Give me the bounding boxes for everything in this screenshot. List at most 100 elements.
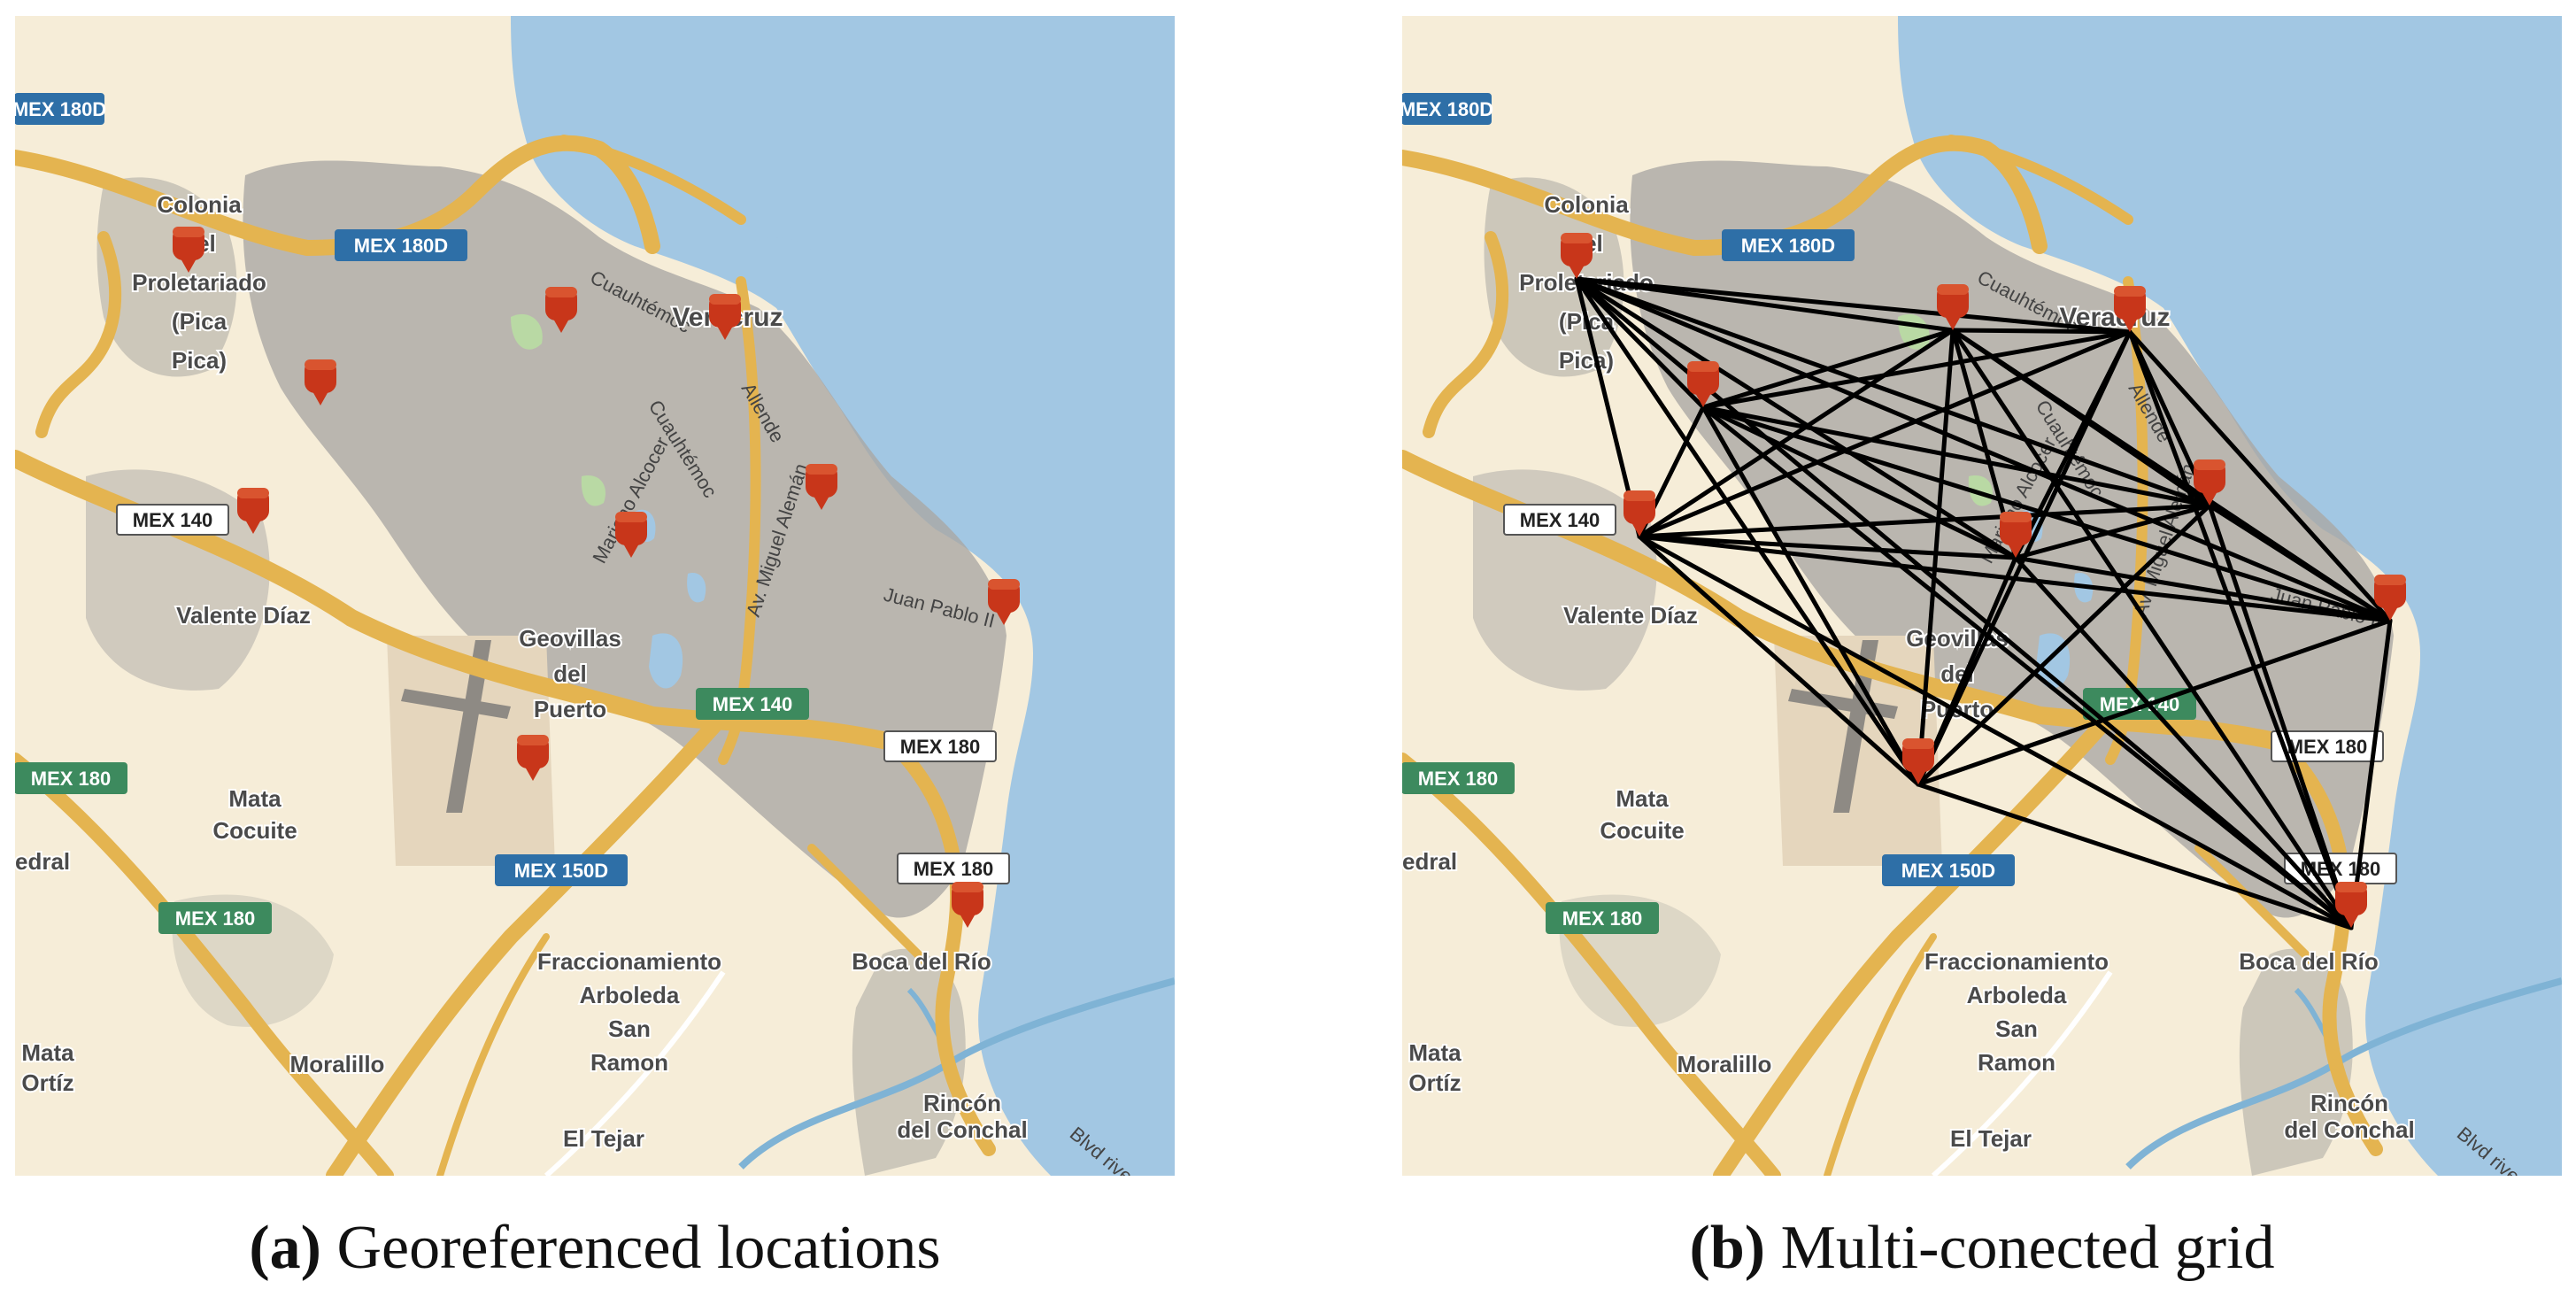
lake-3-a xyxy=(687,573,706,603)
shield-box xyxy=(1402,762,1515,794)
place-label-line: Proletariado xyxy=(132,269,266,296)
place-label-line: Mata xyxy=(228,785,282,812)
shield-label: MEX 180 xyxy=(31,768,112,790)
shield-mex150d-b: MEX 150D xyxy=(1882,854,2015,886)
place-label-line: Boca del Río xyxy=(2239,948,2378,975)
grid-edge xyxy=(1637,534,2354,930)
grid-edge xyxy=(1701,405,2354,930)
place-label-line: Arboleda xyxy=(1967,982,2067,1008)
location-marker-loc-8 xyxy=(988,579,1020,625)
road-mex180-coast-b xyxy=(2271,735,2383,1156)
grid-edge xyxy=(1916,555,2018,787)
shield-box xyxy=(696,688,809,720)
marker-tip xyxy=(181,259,197,273)
runway-main-a xyxy=(446,640,491,813)
shield-box xyxy=(15,762,127,794)
place-label-line: Cocuite xyxy=(1600,817,1684,844)
shield-label: MEX 140 xyxy=(133,509,213,531)
place-label-line: Moralillo xyxy=(290,1051,385,1077)
place-label-line: Boca del Río xyxy=(852,948,991,975)
place-label-line: del xyxy=(553,660,587,687)
road-local-1-b xyxy=(1824,933,1937,1176)
marker-tip xyxy=(2122,318,2138,332)
place-label-line: Rincón xyxy=(2310,1090,2388,1116)
shield-mex180d-a-b: MEX 180D xyxy=(1402,93,1493,125)
place-label-line: Ortíz xyxy=(1408,1069,1461,1096)
shield-box xyxy=(1402,93,1492,125)
grid-edge xyxy=(1637,534,2018,560)
marker-shine xyxy=(517,735,549,745)
road-local-1-a xyxy=(436,933,550,1176)
marker-shine xyxy=(173,227,204,237)
shield-mex180-d-a: MEX 180 xyxy=(897,853,1010,884)
marker-shine xyxy=(2000,512,2032,522)
marker-tip xyxy=(960,914,976,928)
marker-shine xyxy=(1561,233,1593,243)
shield-label: MEX 180D xyxy=(354,235,448,257)
marker-shine xyxy=(2194,459,2225,470)
shield-box xyxy=(116,504,229,536)
marker-shine xyxy=(305,359,336,370)
marker-tip xyxy=(245,520,261,534)
grid-edge xyxy=(1701,405,2212,508)
grid-edge xyxy=(2348,618,2393,930)
grid-edge xyxy=(2127,329,2354,930)
shield-box xyxy=(335,229,467,261)
shield-label: MEX 180 xyxy=(914,858,994,880)
grid-edge xyxy=(1574,276,2393,623)
caption-a-text: Georeferenced locations xyxy=(321,1214,941,1282)
place-label-line: Valente Díaz xyxy=(1563,602,1698,629)
place-label-line: El Tejar xyxy=(1950,1125,2032,1152)
marker-shine xyxy=(615,512,647,522)
location-marker-loc-9 xyxy=(517,735,549,781)
node-marker-n3 xyxy=(1623,490,1655,537)
shield-label: MEX 180 xyxy=(1418,768,1499,790)
road-mex180-sw-b xyxy=(1402,753,1781,1176)
marker-tip xyxy=(717,326,733,340)
shield-label: MEX 150D xyxy=(1901,860,1995,882)
place-label-line: del Conchal xyxy=(897,1116,1027,1143)
shield-box xyxy=(158,902,272,934)
place-label-line: San xyxy=(1995,1015,2038,1042)
place-label-line: Pica) xyxy=(172,347,227,374)
node-marker-n4 xyxy=(1937,284,1969,330)
node-marker-n7 xyxy=(2194,459,2225,506)
shield-mex180-c-b: MEX 180 xyxy=(1546,902,1659,934)
marker-shine xyxy=(709,294,741,305)
marker-shine xyxy=(545,287,577,297)
marker-tip xyxy=(1695,393,1711,407)
marker-shine xyxy=(2114,286,2146,297)
shield-box xyxy=(1882,854,2015,886)
shield-box xyxy=(883,730,997,762)
shield-label: MEX 140 xyxy=(713,693,793,715)
marker-tip xyxy=(1945,316,1961,330)
marker-shine xyxy=(237,488,269,498)
place-label-edral-b: edral xyxy=(1402,846,1459,876)
grid-edge xyxy=(1637,329,2133,539)
place-label-line: Mata xyxy=(21,1039,74,1066)
sea-a xyxy=(511,16,1175,1176)
marker-tip xyxy=(525,767,541,781)
marker-shine xyxy=(806,464,837,475)
marker-tip xyxy=(623,544,639,558)
shield-mex180-a-b: MEX 180 xyxy=(2271,730,2384,762)
grid-edge xyxy=(1916,328,1955,787)
shield-mex180-b-a: MEX 180 xyxy=(15,762,127,794)
shield-mex140-b-a: MEX 140 xyxy=(696,688,809,720)
caption-a: (a) Georeferenced locations xyxy=(15,1213,1175,1284)
shield-mex150d-a: MEX 150D xyxy=(495,854,628,886)
shield-box xyxy=(1722,229,1855,261)
shield-box xyxy=(495,854,628,886)
road-mex150d-b xyxy=(1713,707,2118,1176)
grid-edge xyxy=(1574,276,2133,335)
grid-edge xyxy=(2127,329,2393,623)
place-label-line: edral xyxy=(15,848,70,875)
place-label-line: Ramon xyxy=(590,1049,668,1076)
